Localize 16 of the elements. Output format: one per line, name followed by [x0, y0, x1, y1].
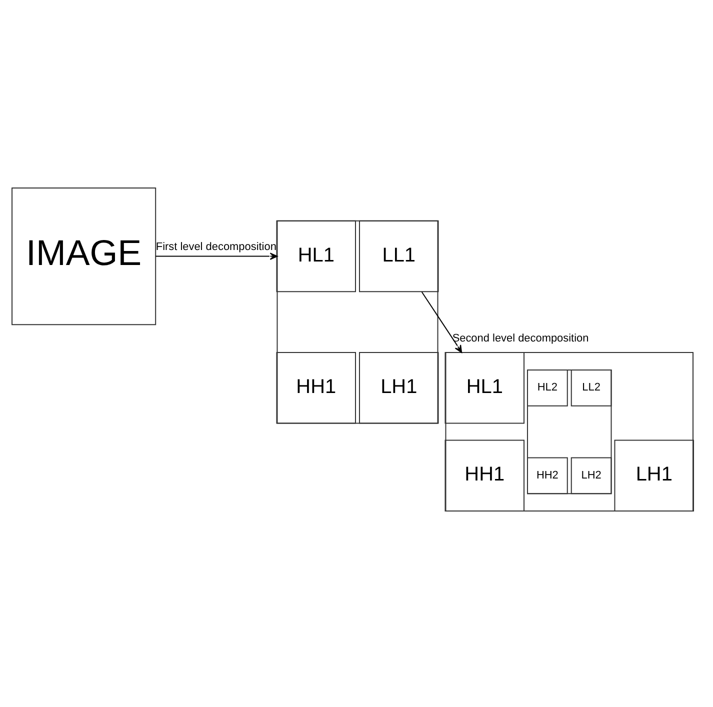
node-box: HH1	[444, 440, 524, 512]
node-box: LL2	[570, 369, 612, 406]
node-box: LH2	[570, 457, 612, 494]
node-box: HH2	[527, 457, 568, 494]
arrow	[155, 252, 278, 260]
arrow	[421, 292, 462, 353]
node-box: LH1	[614, 440, 694, 512]
edge-label: Second level decomposition	[452, 332, 589, 344]
node-box: IMAGE	[12, 188, 156, 326]
node-box: HL1	[444, 352, 524, 424]
node-box: HL2	[527, 369, 568, 406]
node-box: HL1	[276, 220, 356, 292]
edge-label: First level decomposition	[156, 241, 276, 254]
node-box: HH1	[276, 352, 356, 424]
node-box: LH1	[359, 352, 439, 424]
node-box: LL1	[359, 220, 439, 292]
